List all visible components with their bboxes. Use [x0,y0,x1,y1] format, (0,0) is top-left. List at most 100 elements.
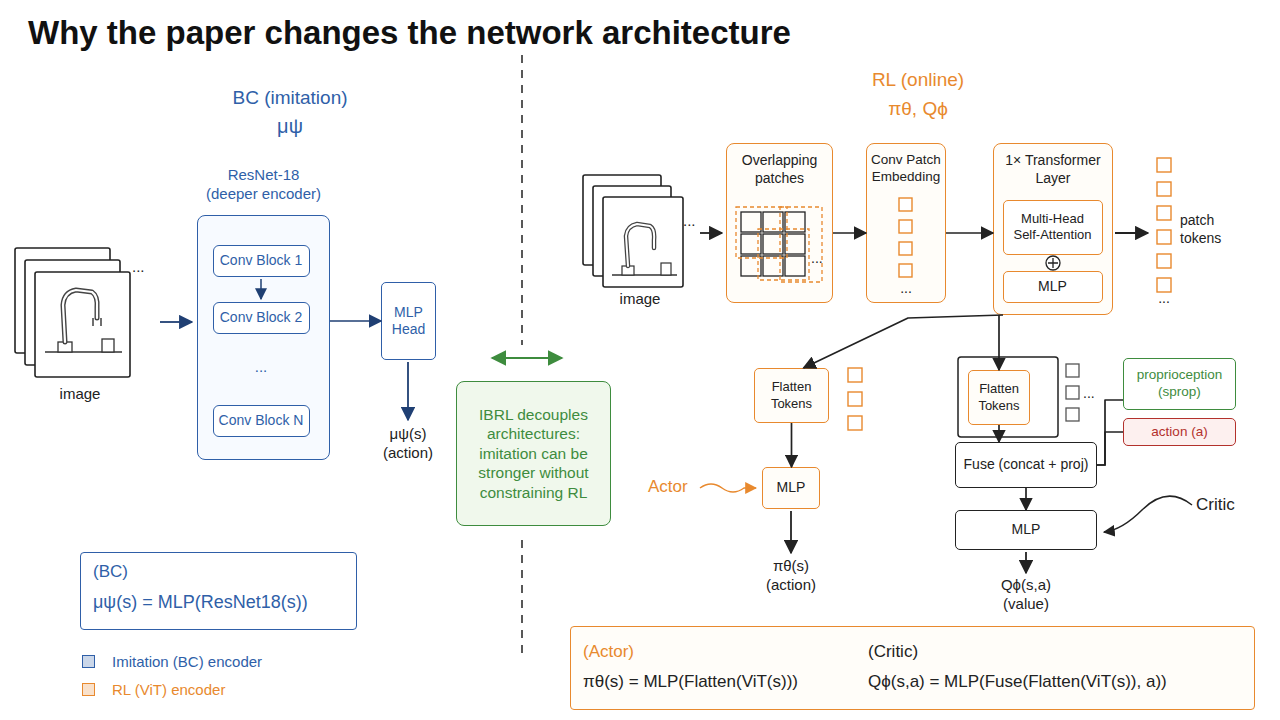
text-label: πθ(s) (action) [756,557,826,595]
token-square [1066,386,1079,399]
text-label: ... [246,358,276,377]
connector [330,320,381,322]
table-line [612,274,677,275]
token-square [899,220,912,233]
patch-cell [763,234,783,254]
node-text: Conv Block N [219,412,304,430]
robot-base [622,266,634,275]
patch-cell [785,256,805,276]
connector [1097,400,1123,465]
patch-cell [763,212,783,232]
token-square [899,242,912,255]
add-symbol [1046,256,1060,270]
node-text: Fuse (concat + proj) [964,456,1089,474]
layer-box: Conv Block 1 [213,245,310,277]
image-frame [603,197,683,287]
text-label: Actor [648,476,708,497]
node-text: Multi-Head Self-Attention [1008,211,1098,244]
node-text: μψ(s) = MLP(ResNet18(s)) [93,591,308,614]
text-label: ... [891,280,921,298]
connector [804,315,1004,368]
flow-arrow [260,279,262,299]
token-square [899,264,912,277]
sublayer-box: MLP [1003,271,1103,303]
token-square [1157,230,1171,244]
overlap-window [780,207,822,282]
legend-text: RL (ViT) encoder [112,681,225,698]
text-label: RL (online) [818,68,1018,92]
robot-arm [63,290,97,342]
token-square [1157,206,1171,220]
patch-cell [785,234,805,254]
input-box: action (a) [1123,418,1236,446]
text-label: Critic [1196,494,1256,515]
node-text: πθ(s) = MLP(Flatten(ViT(s))) [583,671,798,692]
token-square [1066,364,1079,377]
process-box: Flatten Tokens [754,368,829,423]
input-box: proprioception (sprop) [1123,358,1236,410]
token-square [848,392,862,406]
token-square [1157,254,1171,268]
node-text: 1× Transformer Layer [998,152,1108,187]
process-box: Flatten Tokens [968,370,1030,425]
node-text: (Critic) [868,641,918,662]
encoder-box: ResNet-18 (deeper encoder)Conv Block 1Co… [197,215,330,460]
critic-frame [958,357,1058,437]
flow-arrow [1025,552,1027,573]
connector [833,232,866,234]
connector [1097,432,1123,465]
text-label: image [600,290,680,309]
head-box: MLP Head [381,282,436,360]
flow-arrow [1115,232,1148,234]
text-label: μψ [240,114,340,139]
text-label: patch tokens [1180,212,1250,247]
patch-cell [741,212,761,232]
connector [946,232,993,234]
text-label: Qϕ(s,a) (value) [986,576,1066,614]
text-label: ... [811,250,836,268]
sublayer-box: Multi-Head Self-Attention [1003,200,1103,255]
node-text: ResNet-18 (deeper encoder) [201,166,326,204]
flow-arrow [700,232,722,234]
node-text: action (a) [1151,424,1207,441]
overlap-window [736,207,787,258]
node-text: (Actor) [583,641,634,662]
pointer-arrow [1104,496,1192,532]
token-square [1157,158,1171,172]
token-square [1157,278,1171,292]
token-square [848,368,862,382]
divider-line [521,55,523,345]
node-text: IBRL decouples architectures: imitation … [461,405,606,502]
token-square [899,198,912,211]
text-label: πθ, Qϕ [858,97,978,121]
text-label: ... [1149,290,1179,308]
double-arrow [492,357,562,359]
patch-cell [741,234,761,254]
formula-box: (BC) μψ(s) = MLP(ResNet18(s)) [80,552,357,630]
stage-box: 1× Transformer LayerMulti-Head Self-Atte… [993,143,1113,315]
patch-cell [763,256,783,276]
node-text: Qϕ(s,a) = MLP(Fuse(Flatten(ViT(s)), a)) [868,671,1167,692]
legend-swatch [82,683,95,696]
text-label: μψ(s) (action) [373,425,443,463]
robot-gripper [93,318,101,326]
node-text: Flatten Tokens [973,381,1025,414]
text-label: BC (imitation) [190,86,390,110]
image-frame [15,248,110,353]
node-text: Conv Patch Embedding [871,152,941,186]
formula-box: (Actor) πθ(s) = MLP(Flatten(ViT(s))) (Crit… [570,626,1255,710]
image-frame [593,186,671,276]
table-line [45,351,122,352]
token-square [1066,408,1079,421]
note-box: IBRL decouples architectures: imitation … [456,381,611,526]
robot-arm [63,290,97,342]
connector [791,423,793,467]
text-label: ... [683,212,713,231]
pointer-arrow [700,484,756,492]
stage-box: Overlapping patches [726,143,833,303]
node-text: MLP [1012,521,1041,539]
flow-arrow [407,362,409,420]
object-box [102,339,114,352]
node-text: (BC) [93,561,128,582]
